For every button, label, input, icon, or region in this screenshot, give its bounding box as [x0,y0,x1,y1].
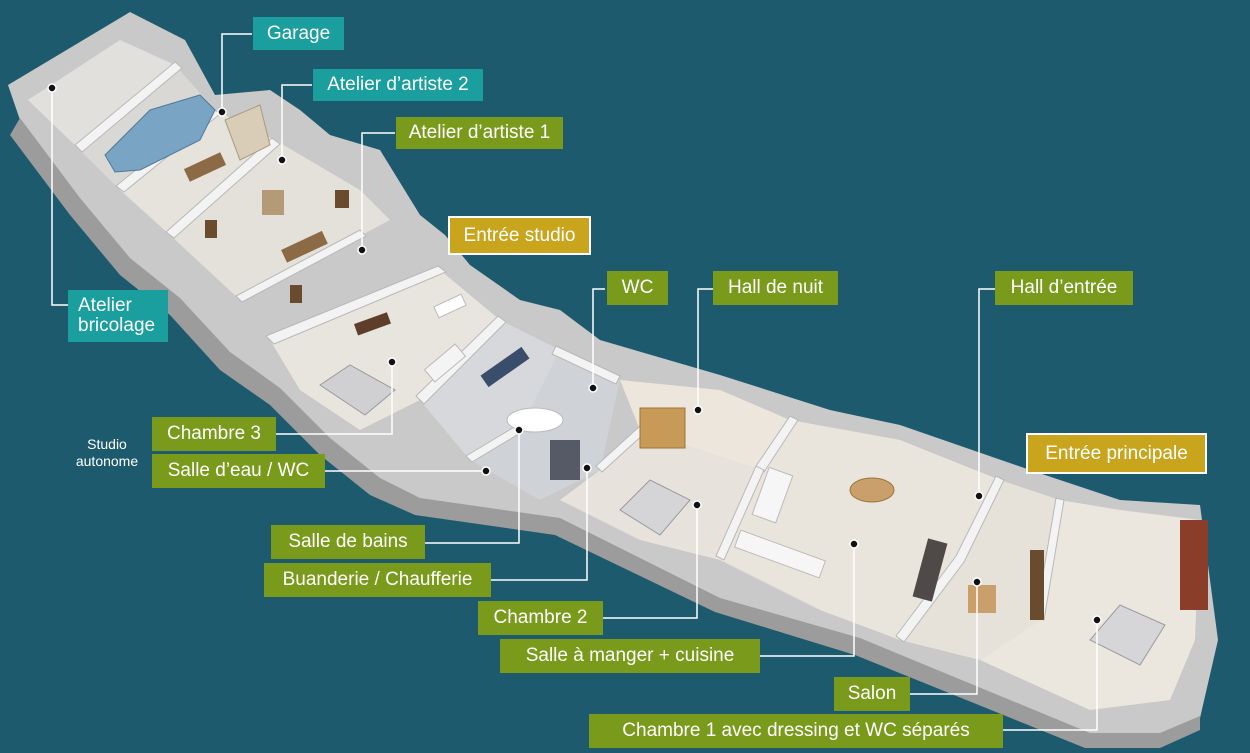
garage-cabinet [224,104,271,161]
bed-chambre-3 [319,364,396,416]
dot-wc [588,383,598,393]
bed-chambre-2 [619,479,691,536]
label-wc: WC [607,271,668,305]
hall-nuit-floor [620,380,790,470]
tv-unit [1030,550,1044,620]
dot-hall-entree [974,491,984,501]
dot-salon [972,577,982,587]
dot-salle-eau [481,466,491,476]
dot-chambre-3 [387,357,397,367]
easel-3 [290,285,302,303]
dot-garage [217,107,227,117]
kitchenette-studio [423,343,467,383]
dining-table [849,477,895,503]
dot-salle-a-manger [849,539,859,549]
label-atelier-artiste-1: Atelier d’artiste 1 [396,117,563,149]
boiler [550,440,580,480]
easel-1 [335,190,349,208]
atelier-artiste-1-floor [170,140,390,300]
vanity [480,346,530,388]
label-chambre-2: Chambre 2 [478,601,603,635]
kitchen-counter [733,529,827,579]
dot-atelier-artiste-1 [357,245,367,255]
bench-studio [353,312,391,336]
artist-table-1 [281,230,328,263]
dot-chambre-1 [1092,615,1102,625]
label-salle-eau-wc: Salle d’eau / WC [152,454,325,488]
dot-salle-bains [514,425,524,435]
bed-chambre-1 [1089,604,1166,666]
dot-atelier-bricolage [47,83,57,93]
coffee-table [968,585,996,613]
label-hall-entree: Hall d’entrée [995,271,1133,305]
label-chambre-3: Chambre 3 [152,417,276,451]
label-entree-studio: Entrée studio [448,216,591,255]
dot-chambre-2 [692,500,702,510]
label-salon: Salon [834,677,910,711]
leader-dots [47,83,1102,625]
studio-note-line1: Studio [87,436,127,452]
shelf-hall [639,407,686,449]
label-atelier-bricolage: Atelier bricolage [68,290,168,342]
label-salle-a-manger: Salle à manger + cuisine [500,639,760,673]
label-hall-de-nuit: Hall de nuit [713,271,838,305]
label-atelier-bricolage-line1: Atelier [78,295,132,316]
label-buanderie: Buanderie / Chaufferie [264,563,491,597]
leader-lines [51,33,1098,731]
easel-2 [205,220,217,238]
label-atelier-artiste-2: Atelier d’artiste 2 [313,69,483,101]
studio-note-line2: autonome [75,453,139,469]
sofa [912,538,948,602]
dot-atelier-artiste-2 [277,155,287,165]
label-salle-de-bains: Salle de bains [271,525,425,559]
label-atelier-bricolage-line2: bricolage [78,315,156,336]
furniture [104,94,1208,666]
car [104,94,216,173]
salon-floor [900,480,1060,660]
label-entree-principale: Entrée principale [1026,433,1207,474]
label-garage: Garage [253,17,344,50]
dressing [1180,520,1208,610]
studio-autonome-note: Studio autonome [62,436,152,470]
desk-studio [433,293,467,319]
dot-hall-de-nuit [693,405,703,415]
kitchen-island [751,466,794,524]
label-chambre-1: Chambre 1 avec dressing et WC séparés [589,714,1003,748]
atelier-bricolage-floor [28,40,175,150]
dot-buanderie [582,463,592,473]
shelf-artist [262,190,284,215]
artist-table-2 [183,152,227,182]
